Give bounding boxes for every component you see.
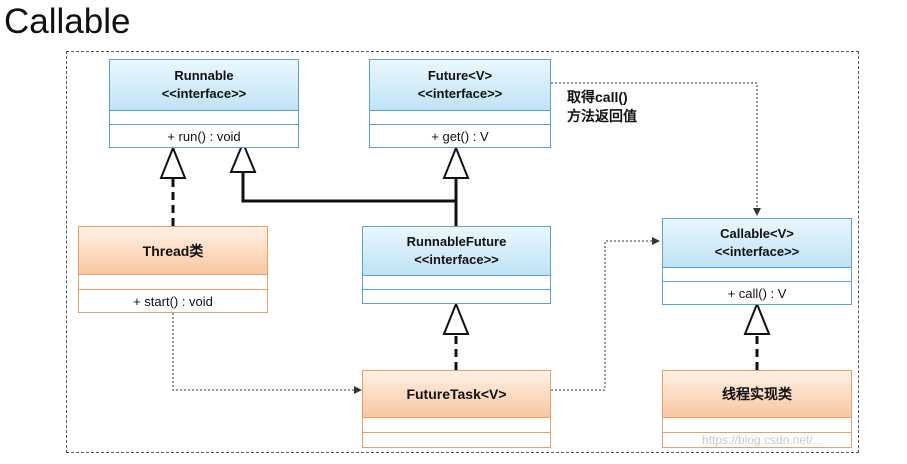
futuretask-attributes bbox=[363, 417, 550, 432]
note-line-2: 方法返回值 bbox=[567, 108, 637, 124]
future-method: + get() : V bbox=[370, 124, 550, 147]
thread-futuretask-arrowhead bbox=[354, 386, 362, 394]
future-name: Future<V> bbox=[427, 68, 493, 83]
thread-header: Thread类 bbox=[79, 227, 267, 274]
runnablefuture-name: RunnableFuture bbox=[406, 234, 507, 249]
thread-runnable-arrowhead bbox=[159, 145, 187, 179]
thread-to-futuretask-dotted bbox=[172, 313, 355, 391]
rf-future-arrowhead bbox=[442, 145, 470, 179]
runnable-method: + run() : void bbox=[110, 124, 298, 147]
futuretask-to-callable-dotted bbox=[551, 240, 652, 391]
runnable-name: Runnable bbox=[174, 68, 234, 83]
futuretask-callable-arrowhead bbox=[652, 237, 660, 245]
future-interface-box: Future<V> <<interface>> + get() : V bbox=[369, 59, 551, 148]
callable-name: Callable<V> bbox=[720, 226, 794, 241]
runnablefuture-interface-box: RunnableFuture <<interface>> bbox=[362, 226, 551, 304]
impl-callable-arrowhead bbox=[743, 301, 771, 335]
page-title: Callable bbox=[4, 2, 131, 41]
future-attributes bbox=[370, 110, 550, 124]
futuretask-class-box: FutureTask<V> bbox=[362, 370, 551, 448]
future-header: Future<V> <<interface>> bbox=[370, 60, 550, 110]
impl-attributes bbox=[663, 417, 851, 432]
future-stereotype: <<interface>> bbox=[417, 86, 503, 101]
future-callable-arrowhead bbox=[753, 208, 761, 216]
runnable-attributes bbox=[110, 110, 298, 124]
runnable-stereotype: <<interface>> bbox=[161, 86, 247, 101]
rf-to-runnable-line bbox=[241, 172, 456, 203]
impl-header: 线程实现类 bbox=[663, 371, 851, 417]
runnablefuture-methods bbox=[363, 289, 550, 303]
thread-class-box: Thread类 + start() : void bbox=[78, 226, 268, 313]
runnablefuture-stereotype: <<interface>> bbox=[414, 252, 499, 267]
thread-impl-class-box: 线程实现类 bbox=[662, 370, 852, 448]
callable-return-note: 取得call() 方法返回值 bbox=[567, 88, 637, 126]
runnablefuture-attributes bbox=[363, 275, 550, 289]
runnable-interface-box: Runnable <<interface>> + run() : void bbox=[109, 59, 299, 148]
runnable-header: Runnable <<interface>> bbox=[110, 60, 298, 110]
futuretask-methods bbox=[363, 432, 550, 447]
future-to-callable-dotted bbox=[551, 82, 758, 208]
futuretask-header: FutureTask<V> bbox=[363, 371, 550, 417]
ft-rf-arrowhead bbox=[442, 301, 470, 335]
thread-method: + start() : void bbox=[79, 289, 267, 312]
rf-runnable-arrowhead bbox=[229, 140, 257, 173]
callable-method: + call() : V bbox=[663, 281, 851, 304]
impl-methods bbox=[663, 432, 851, 447]
callable-header: Callable<V> <<interface>> bbox=[663, 219, 851, 267]
callable-attributes bbox=[663, 267, 851, 281]
callable-interface-box: Callable<V> <<interface>> + call() : V bbox=[662, 218, 852, 305]
diagram-frame bbox=[66, 51, 859, 453]
note-line-1: 取得call() bbox=[567, 89, 628, 105]
thread-attributes bbox=[79, 274, 267, 289]
watermark: https://blog.csdn.net/... bbox=[702, 433, 823, 447]
runnablefuture-header: RunnableFuture <<interface>> bbox=[363, 227, 550, 275]
callable-stereotype: <<interface>> bbox=[714, 244, 800, 259]
